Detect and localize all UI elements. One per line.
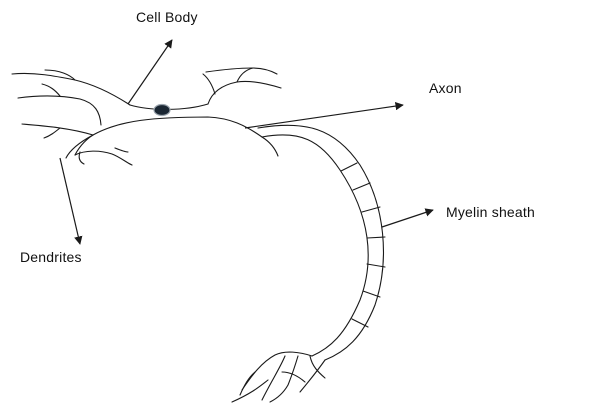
dendrites-upper-right [203, 68, 281, 156]
dendrites-label: Dendrites [20, 249, 82, 265]
axon-label: Axon [429, 80, 462, 96]
dendrites-upper-left [12, 70, 130, 138]
myelin-segments [341, 163, 385, 327]
nucleus [154, 105, 170, 116]
dendrites-lower-left [66, 135, 132, 165]
axon-terminals [232, 352, 325, 402]
axon-arrow [245, 105, 403, 128]
cell-body-label: Cell Body [136, 9, 198, 25]
cell-body-arrow [128, 40, 172, 104]
myelin-sheath-arrow [382, 210, 433, 227]
dendrites-arrow [60, 158, 80, 244]
myelin-sheath-label: Myelin sheath [446, 204, 535, 220]
